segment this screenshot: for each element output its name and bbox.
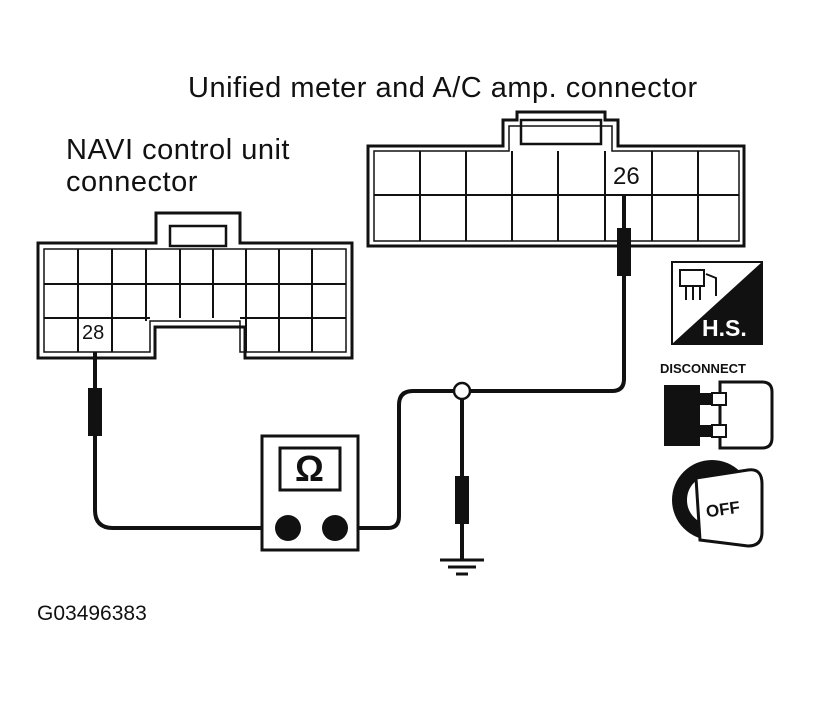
- navi-connector-label-line2: connector: [66, 166, 198, 198]
- harness-side-label: H.S.: [702, 315, 747, 341]
- figure-code: G03496383: [37, 602, 147, 625]
- test-leads: [93, 195, 626, 576]
- harness-side-icon: [671, 261, 763, 345]
- ignition-off-icon: [672, 460, 764, 548]
- navi-control-unit-connector: [36, 211, 354, 360]
- pin-label-26: 26: [613, 163, 640, 190]
- unified-meter-connector: [366, 110, 746, 248]
- navi-connector-label-line1: NAVI control unit: [66, 134, 290, 166]
- unified-connector-label: Unified meter and A/C amp. connector: [188, 72, 698, 104]
- disconnect-icon: [664, 380, 774, 450]
- ohmmeter: [260, 434, 360, 552]
- disconnect-label: DISCONNECT: [660, 361, 746, 376]
- probe-tips: [88, 228, 631, 524]
- ohmmeter-symbol: Ω: [295, 448, 324, 489]
- pin-label-28: 28: [82, 322, 105, 344]
- junction-point: [452, 381, 472, 401]
